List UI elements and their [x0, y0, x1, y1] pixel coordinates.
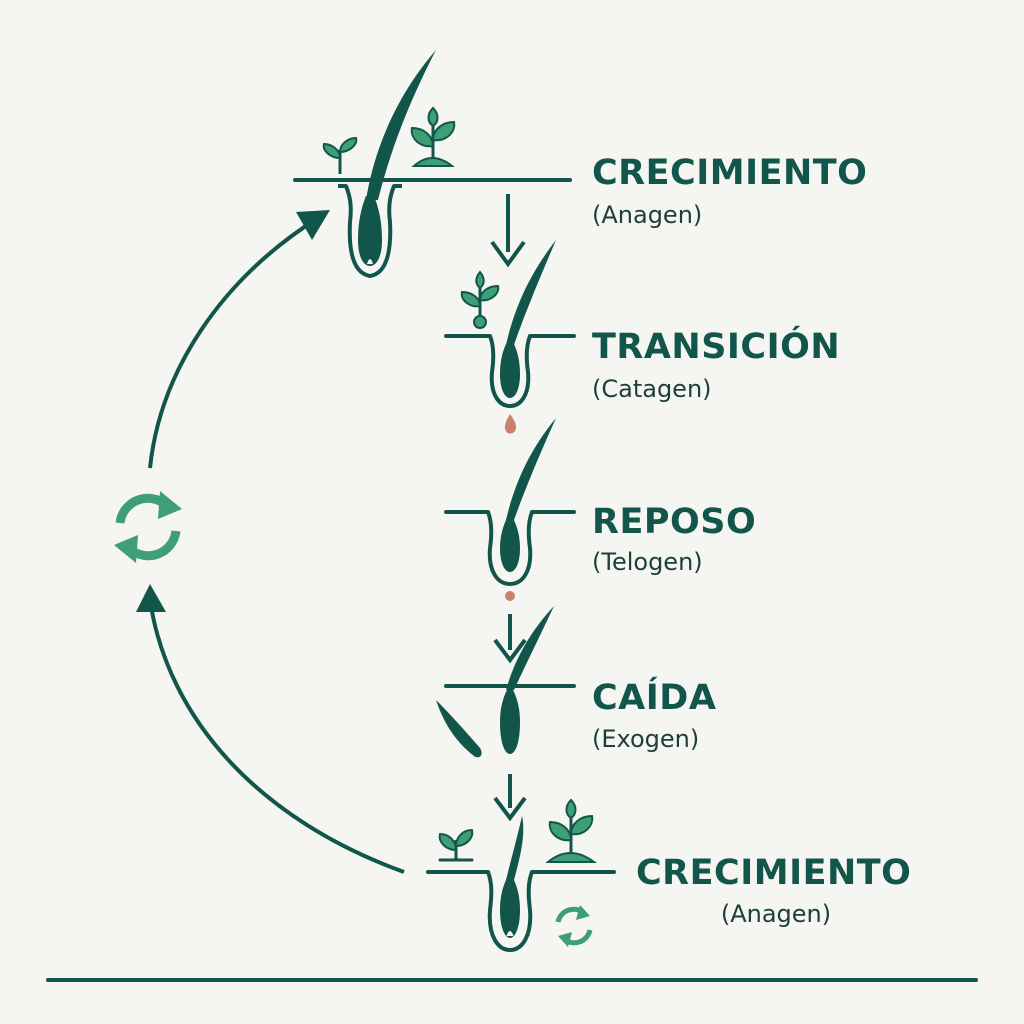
- hair-follicle-icon: [486, 816, 534, 953]
- sprout-icon: [438, 828, 474, 862]
- cycle-arrowhead-lower: [136, 584, 166, 612]
- hair-follicle-icon: [500, 606, 554, 754]
- sprout-icon: [322, 136, 358, 174]
- stage-1-illustration: [293, 50, 572, 278]
- stage-2-title: TRANSICIÓN: [592, 327, 841, 367]
- hair-follicle-icon: [338, 50, 436, 278]
- sprout-icon: [460, 270, 500, 329]
- stage-4-title: CAÍDA: [592, 678, 717, 718]
- down-arrow-icon: [493, 774, 527, 822]
- stage-3-title: REPOSO: [592, 502, 757, 542]
- recycle-arrows-icon: [555, 905, 593, 947]
- cycle-arrow-upper: [148, 215, 323, 469]
- stage-4-subtitle: (Exogen): [592, 725, 700, 753]
- hair-follicle-icon: [486, 418, 556, 587]
- stage-1-subtitle: (Anagen): [592, 201, 703, 229]
- hair-follicle-icon: [488, 240, 556, 409]
- sprout-icon: [410, 106, 456, 167]
- stage-5-title: CRECIMIENTO: [636, 853, 912, 893]
- fallen-hair-icon: [436, 700, 482, 758]
- stage-2-subtitle: (Catagen): [592, 375, 712, 403]
- stage-2-illustration: [444, 240, 576, 434]
- cycle-arrowhead-upper: [296, 210, 330, 240]
- stage-5-illustration: [426, 798, 616, 953]
- stage-4-illustration: [436, 606, 576, 758]
- stage-1-title: CRECIMIENTO: [592, 153, 868, 193]
- drop-icon: [505, 591, 515, 601]
- down-arrow-icon: [493, 614, 527, 664]
- stage-3-subtitle: (Telogen): [592, 548, 703, 576]
- drop-icon: [504, 414, 517, 434]
- recycle-arrows-icon: [114, 491, 182, 563]
- down-arrow-icon: [490, 194, 526, 268]
- sprout-icon: [545, 798, 598, 863]
- cycle-arrow-lower: [145, 595, 405, 874]
- stage-3-illustration: [444, 418, 576, 601]
- stage-5-subtitle: (Anagen): [720, 900, 832, 928]
